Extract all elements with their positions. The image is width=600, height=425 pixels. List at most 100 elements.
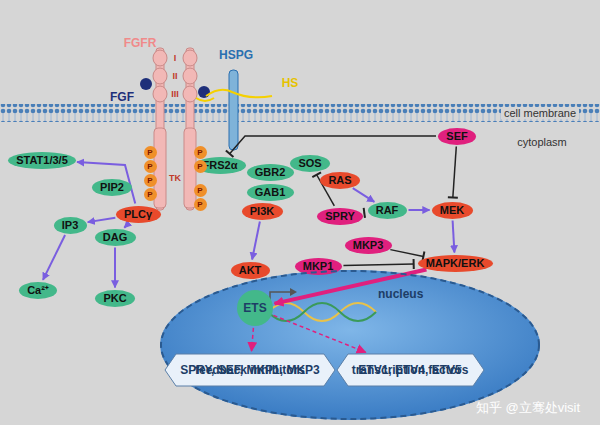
fgf-ligand [198, 86, 210, 98]
node-label: MKP3 [353, 239, 384, 252]
node-label: GBR2 [255, 166, 286, 179]
activation-arrow [114, 248, 116, 288]
phospho-circle: P [194, 198, 207, 211]
node-label: FRS2α [203, 159, 238, 172]
transcription-start [290, 288, 297, 296]
node-label: MAPK/ERK [426, 257, 485, 270]
heparan-sulfate [206, 90, 272, 98]
dna-strand [268, 303, 376, 321]
node-label: SPRY [325, 210, 355, 223]
node-body: SPRY, SEF, MKP1, MKP3 [180, 364, 320, 377]
cell-membrane [0, 104, 600, 122]
node-label: PIP2 [100, 181, 124, 194]
messenger-oval: DAG [95, 229, 136, 246]
node-label: P [197, 186, 202, 195]
node-label: DAG [103, 231, 127, 244]
node-label: SEF [446, 130, 467, 143]
adaptor-oval: GBR2 [247, 164, 294, 181]
nucleus-region: nucleusETSfeedback inhibitorsSPRY, SEF, … [160, 270, 540, 420]
inhibition-bar [312, 172, 321, 177]
node-label: RAF [376, 204, 399, 217]
activation-arrow [252, 328, 254, 351]
annotation-label: HSPG [219, 49, 253, 63]
node-label: P [197, 162, 202, 171]
phospho-circle: P [194, 184, 207, 197]
activation-arrow [353, 188, 375, 202]
node-label: IP3 [62, 219, 79, 232]
node-label: PLCγ [124, 208, 152, 221]
inhibition-bar [226, 151, 234, 158]
inhibition-bar [364, 208, 365, 218]
dna-strand [268, 303, 376, 321]
factor-circle: ETS [237, 290, 273, 326]
node-label: RAS [328, 174, 351, 187]
activation-arrow [453, 220, 455, 252]
node-label: P [197, 200, 202, 209]
adaptor-oval: GAB1 [247, 184, 294, 201]
kinase-oval: PI3K [242, 203, 283, 220]
node-label: GAB1 [255, 186, 286, 199]
inhibitor-oval: MKP3 [345, 237, 392, 254]
outcome-hexagon: feedback inhibitorsSPRY, SEF, MKP1, MKP3 [164, 353, 336, 387]
node-body: ETV1, ETV4, ETV5 [358, 364, 461, 377]
node-label: STAT1/3/5 [16, 154, 68, 167]
phospho-circle: P [144, 160, 157, 173]
kinase-oval: MEK [432, 202, 473, 219]
node-label: MEK [440, 204, 464, 217]
kinase-oval: MAPK/ERK [418, 255, 493, 272]
gtpase-oval: RAS [320, 172, 360, 189]
lipid-oval: PIP2 [92, 179, 132, 196]
inhibition-line [230, 136, 436, 154]
inhibitor-oval: SPRY [317, 208, 363, 225]
activation-arrow [409, 209, 430, 211]
annotation-label: TK [169, 173, 181, 183]
activation-arrow [274, 315, 366, 352]
nucleus-outline [160, 270, 540, 420]
phospho-circle: P [194, 146, 207, 159]
inhibition-line [453, 146, 456, 197]
inhibition-line [390, 250, 423, 257]
annotation-label: 知乎 @立骞处visit [476, 401, 580, 416]
activation-arrow [77, 162, 135, 203]
node-label: ETS [243, 302, 266, 315]
node-label: Ca²⁺ [27, 284, 49, 297]
node-label: P [147, 162, 152, 171]
fgf-receptor [153, 48, 197, 210]
node-label: P [147, 148, 152, 157]
enzyme-oval: PLCγ [116, 206, 161, 223]
annotation-label: II [172, 71, 177, 81]
inhibition-line [343, 264, 413, 266]
annotation-label: HS [282, 77, 299, 91]
node-label: P [147, 190, 152, 199]
messenger-oval: IP3 [54, 217, 87, 234]
nucleus-fill [160, 270, 540, 420]
node-label: SOS [298, 157, 321, 170]
adaptor-oval: SOS [290, 155, 330, 172]
annotation-label: FGFR [124, 37, 157, 51]
node-label: PKC [103, 292, 126, 305]
activation-arrow [124, 223, 128, 227]
hspg-rod [229, 70, 238, 150]
annotation-label: FGF [110, 91, 134, 105]
inhibition-bar [413, 259, 415, 269]
phospho-circle: P [194, 160, 207, 173]
ion-oval: Ca²⁺ [19, 282, 57, 299]
annotation-label: cell membrane [501, 107, 579, 120]
activation-arrow [43, 235, 65, 280]
activation-arrow [88, 218, 116, 222]
phospho-circle: P [144, 146, 157, 159]
kinase-oval: AKT [231, 262, 270, 279]
node-label: P [147, 176, 152, 185]
node-label: PI3K [250, 205, 274, 218]
annotation-label: III [171, 89, 179, 99]
kinase-oval: RAF [368, 202, 407, 219]
inhibition-bar [448, 196, 458, 199]
effector-oval: STAT1/3/5 [8, 152, 76, 169]
annotation-label: cytoplasm [517, 136, 567, 149]
outcome-hexagon: transcription factorsETV1, ETV4, ETV5 [336, 353, 485, 387]
phospho-circle: P [144, 188, 157, 201]
node-label: P [197, 148, 202, 157]
phospho-circle: P [144, 174, 157, 187]
heparan-sulfate [196, 98, 214, 101]
